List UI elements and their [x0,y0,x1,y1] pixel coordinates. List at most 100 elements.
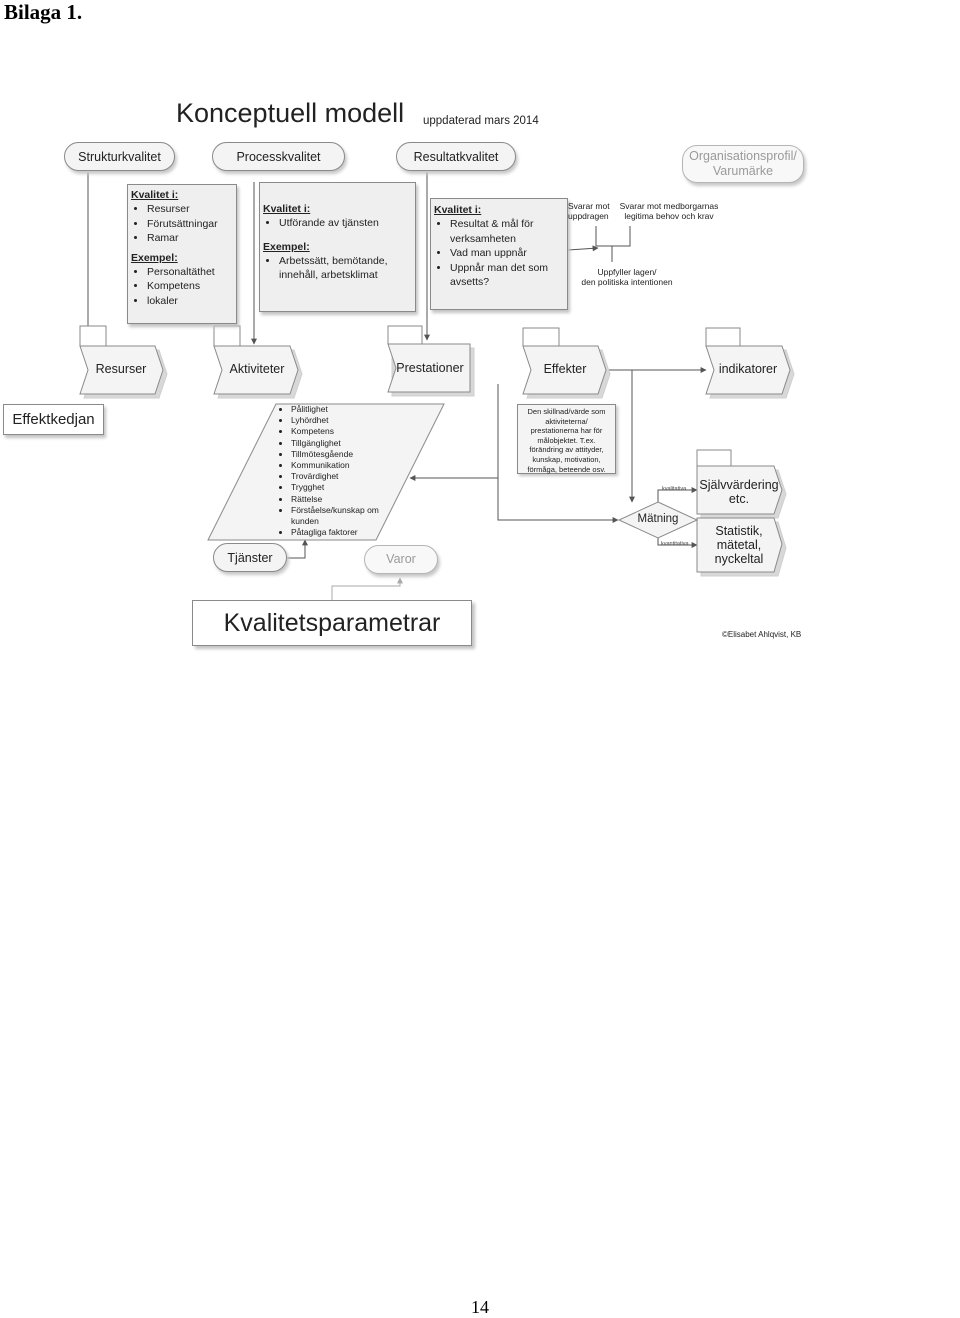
note-lagen-line2: den politiska intentionen [581,277,673,287]
matning-kvalitativa-label: kvalitativa [662,486,687,492]
effekt-note-line: målobjektet. T.ex. [537,435,596,445]
chevron-indikatorer [705,345,791,395]
page-number: 14 [471,1297,489,1317]
struktur-item: Ramar [147,231,233,246]
effekt-note-line: prestationerna har för [530,426,603,436]
parameter-item: Kompetens [291,426,384,437]
matning-kvantitativa-label: kvantitativa [661,541,689,547]
note-uppdrag-line2: uppdragen [568,211,609,221]
resultatkvalitet-pill: Resultatkvalitet [396,142,516,171]
parameter-item: Lyhördhet [291,415,384,426]
note-uppdrag: Svarar mot uppdragen [568,201,618,221]
chain-label-effekter: Effekter [543,362,587,376]
resultat-item: Vad man uppnår [450,246,564,261]
parameter-item: Rättelse [291,494,384,505]
diagram-title: Konceptuell modell [176,98,405,128]
chain-label-prestationer: Prestationer [396,361,464,375]
stat-line1: Statistik, [715,524,763,538]
tab-indikatorer [705,327,741,347]
processkvalitet-pill: Processkvalitet [212,142,345,171]
org-line2: Varumärke [712,164,774,178]
struktur-example: Personaltäthet [147,265,233,280]
struktur-box-heading2: Exempel: [131,251,178,264]
chevron-aktiviteter [213,345,299,395]
process-box: Kvalitet i: Utförande av tjänsten Exempe… [259,182,416,312]
parameter-item: Tillmötesgående [291,449,384,460]
effekt-note-box: Den skillnad/värde som aktiviteterna/ pr… [517,404,616,474]
note-lagen: Uppfyller lagen/ den politiska intention… [575,267,679,287]
effekt-note-line: förmåga, beteende osv. [527,464,606,474]
struktur-item: Resurser [147,202,233,217]
struktur-examples: Personaltäthet Kompetens lokaler [131,265,233,309]
chevron-resurser [79,345,164,395]
chain-label-indikatorer: indikatorer [718,362,778,376]
line-prestationer-matning [497,384,619,523]
parameter-item: Trygghet [291,482,384,493]
parameters-parallelogram [207,403,445,541]
varor-pill: Varor [364,545,438,574]
process-examples: Arbetssätt, bemötande, innehåll, arbetsk… [263,254,412,283]
note-medborgare: Svarar mot medborgarnas legitima behov o… [619,201,719,221]
process-example: Arbetssätt, bemötande, innehåll, arbetsk… [279,254,412,283]
tjanster-pill: Tjänster [213,543,287,572]
note-lagen-line1: Uppfyller lagen/ [597,267,657,277]
line-kp-varor [331,577,403,600]
matning-label: Mätning [637,513,679,525]
page-header: Bilaga 1. [4,0,83,24]
tab-aktiviteter [213,325,241,347]
parameter-item: Kommunikation [291,460,384,471]
kvalitetsparametrar-box: Kvalitetsparametrar [192,600,472,646]
tab-resurser [79,325,107,347]
org-line1: Organisationsprofil/ [689,149,797,163]
process-item: Utförande av tjänsten [279,216,412,231]
tab-sjalv [696,449,732,467]
resultat-items: Resultat & mål för verksamheten Vad man … [434,217,564,290]
parameter-item: Pålitlighet [291,404,384,415]
tab-effekter [522,327,560,347]
effekt-note-line: förändring av attityder, [529,445,604,455]
note-medborgare-line1: Svarar mot medborgarnas [619,201,719,211]
struktur-box-heading: Kvalitet i: [131,189,179,201]
parameter-item: Tillgänglighet [291,438,384,449]
chevron-statistik [696,517,783,573]
parameter-item: Påtagliga faktorer [291,527,384,538]
diagram-subtitle: uppdaterad mars 2014 [423,115,539,127]
tab-prestationer [387,325,423,345]
bracket-notes [595,226,631,262]
resultat-box-heading: Kvalitet i: [434,204,482,216]
chevron-sjalv [696,465,783,515]
chain-label-aktiviteter: Aktiviteter [229,362,285,376]
struktur-box: Kvalitet i: Resurser Förutsättningar Ram… [127,184,237,324]
line-tjanster-parameters [287,539,308,559]
note-medborgare-line2: legitima behov och krav [624,211,714,221]
chevron-effekter [522,345,607,395]
effekt-note-line: Den skillnad/värde som [527,407,606,416]
chevron-prestationer [387,343,471,393]
resultat-item: Resultat & mål för verksamheten [450,217,564,246]
struktur-items: Resurser Förutsättningar Ramar [131,202,233,246]
sjalv-line2: etc. [728,492,750,506]
note-uppdrag-line1: Svarar mot [568,201,610,211]
parameter-item: Förståelse/kunskap om kunden [291,505,384,527]
struktur-example: lokaler [147,294,233,309]
organisationsprofil-pill: Organisationsprofil/ Varumärke [682,145,804,183]
line-resultat-notes [567,245,599,252]
resultat-item: Uppnår man det som avsetts? [450,261,564,290]
sjalvvardering-label: Självvärdering etc. [697,478,781,506]
resultat-box: Kvalitet i: Resultat & mål för verksamhe… [430,198,568,310]
stat-line3: nyckeltal [714,552,764,566]
copyright-text: ©Elisabet Ahlqvist, KB [722,630,802,639]
matning-diamond [617,501,699,539]
parameter-item: Trovärdighet [291,471,384,482]
effektkedjan-box: Effektkedjan [3,404,104,435]
chain-label-resurser: Resurser [95,362,147,376]
line-matning-sjalv [657,487,698,505]
struktur-item: Förutsättningar [147,217,233,232]
effekt-note-line: aktiviteterna/ [545,416,588,426]
statistik-label: Statistik, mätetal, nyckeltal [697,524,781,566]
stat-line2: mätetal, [716,538,762,552]
sjalv-line1: Självvärdering [699,478,779,492]
process-box-heading: Kvalitet i: [263,203,311,215]
effekt-note-line: kunskap, motivation, [532,454,601,464]
